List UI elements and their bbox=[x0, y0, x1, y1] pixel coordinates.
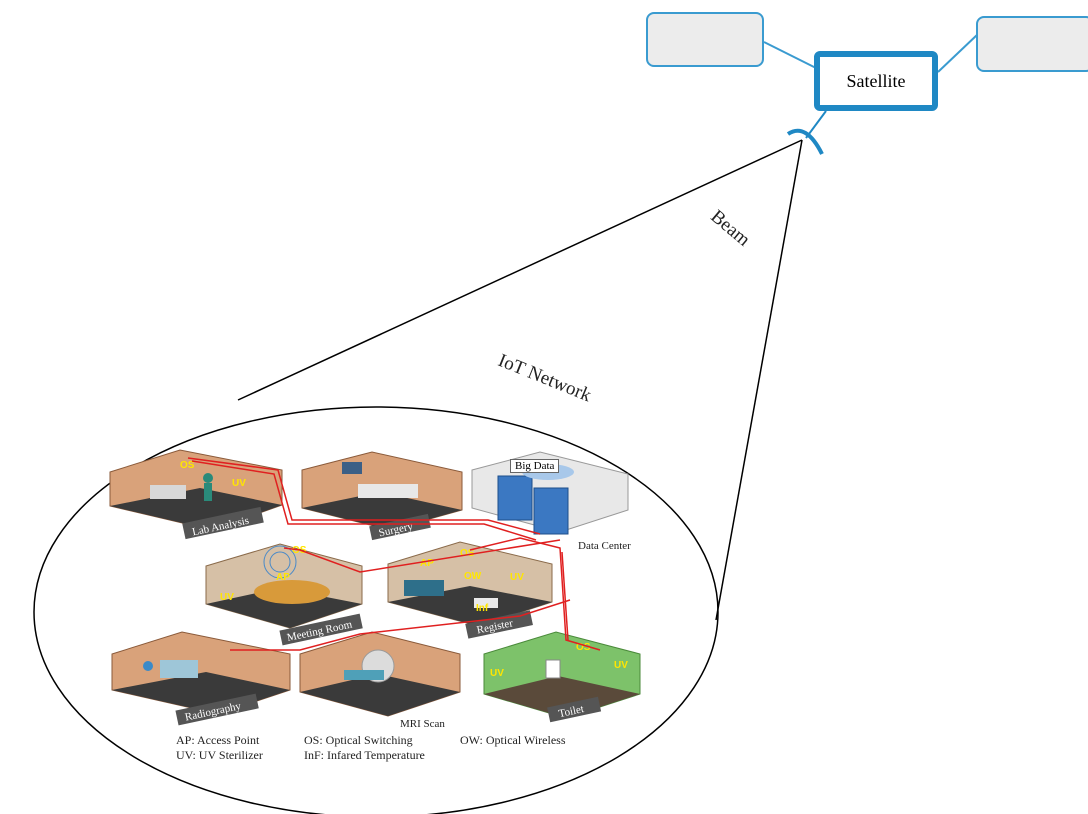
empty-box-right bbox=[976, 16, 1088, 72]
iot-network-ellipse bbox=[33, 406, 719, 814]
legend-inf: InF: Infared Temperature bbox=[304, 748, 425, 762]
tag-ap-meeting: AP bbox=[276, 572, 290, 583]
tag-os-toilet: OS bbox=[576, 642, 591, 653]
beam-line-left bbox=[237, 139, 803, 401]
tag-inf-register: Inf bbox=[476, 603, 489, 614]
room-data-center bbox=[471, 451, 629, 535]
tag-os-register: OS bbox=[460, 548, 475, 559]
antenna-arc bbox=[786, 128, 824, 155]
tag-uv-toilet-right: UV bbox=[614, 660, 628, 671]
legend-ow: OW: Optical Wireless bbox=[460, 733, 566, 747]
satellite-label: Satellite bbox=[846, 70, 906, 91]
tag-uv-toilet-left: UV bbox=[490, 668, 504, 679]
room-register: Register AP OS OW UV Inf bbox=[387, 541, 553, 639]
beam-line-right bbox=[715, 139, 803, 621]
tag-uv-lab: UV bbox=[232, 478, 246, 489]
tag-os-lab: OS bbox=[180, 460, 195, 471]
room-meeting: Meeting Room OS AP UV bbox=[205, 543, 363, 646]
tag-ap-register: AP bbox=[420, 558, 434, 569]
tag-uv-register: UV bbox=[510, 572, 524, 583]
room-toilet: Toilet OS UV UV bbox=[483, 631, 641, 723]
connector-right bbox=[937, 33, 979, 73]
satellite-box: Satellite bbox=[814, 51, 938, 111]
room-radiography: Radiography bbox=[111, 631, 291, 726]
room-surgery: Surgery bbox=[301, 451, 463, 541]
optical-links bbox=[187, 457, 601, 651]
room-label-toilet: Toilet bbox=[558, 703, 585, 720]
room-lab-analysis: Lab Analysis OS UV bbox=[109, 449, 283, 540]
room-mri bbox=[299, 631, 461, 717]
empty-box-left bbox=[646, 12, 764, 67]
legend-os: OS: Optical Switching bbox=[304, 733, 413, 747]
tag-uv-meeting: UV bbox=[220, 592, 234, 603]
legend-ap: AP: Access Point bbox=[176, 733, 260, 747]
legend-uv: UV: UV Sterilizer bbox=[176, 748, 263, 762]
tag-ow-register: OW bbox=[464, 571, 482, 582]
data-center-label: Data Center bbox=[578, 540, 631, 552]
connector-left bbox=[763, 41, 817, 69]
big-data-label: Big Data bbox=[510, 459, 560, 473]
mri-scan-label: MRI Scan bbox=[400, 718, 445, 730]
